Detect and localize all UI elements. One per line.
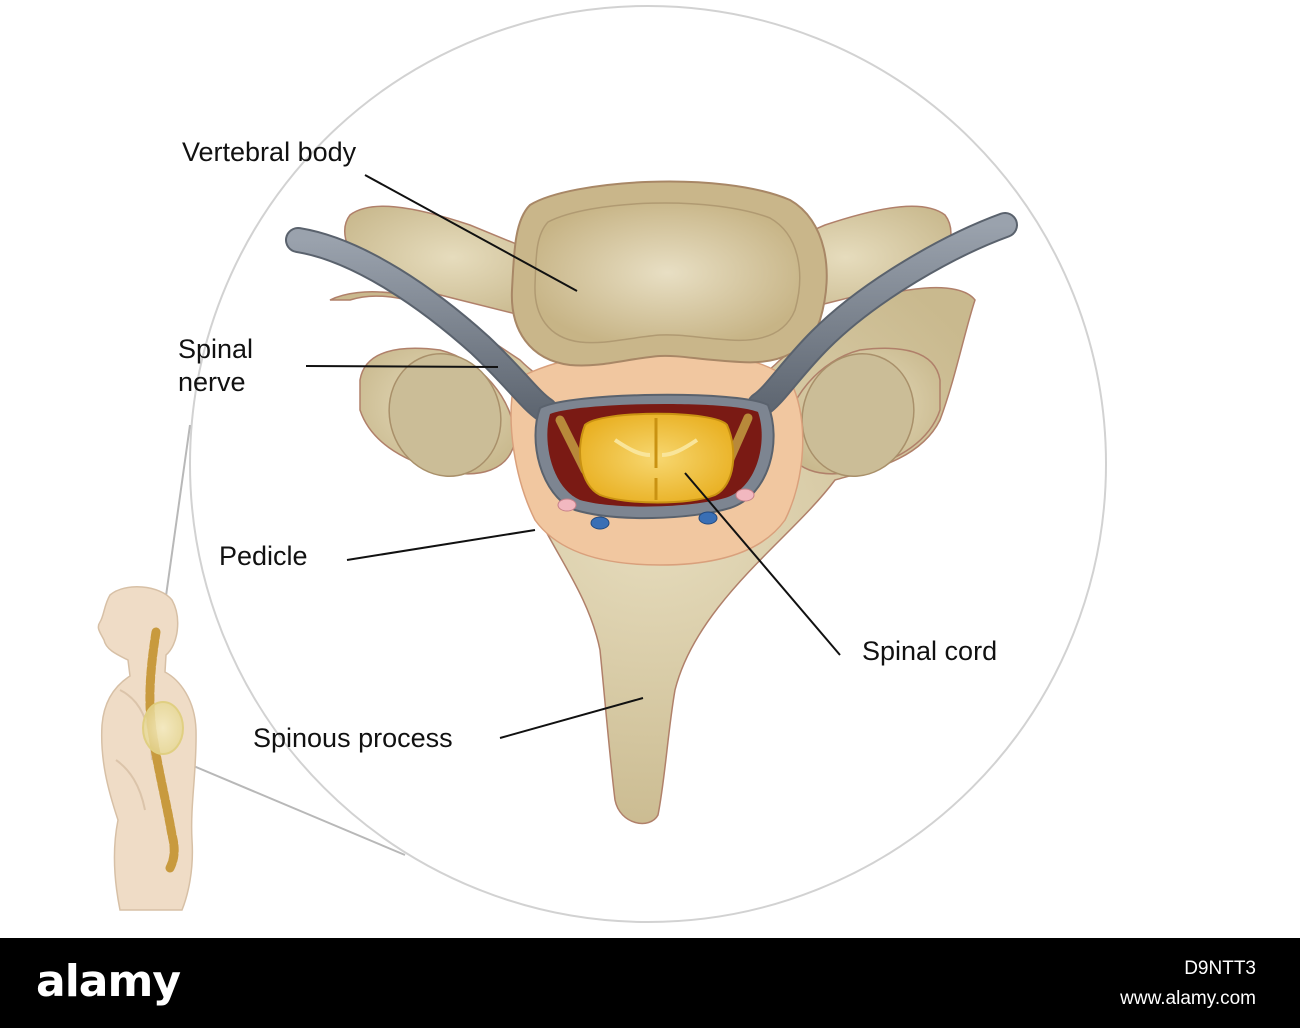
alamy-logo: alamy bbox=[36, 956, 181, 1007]
right-facet bbox=[801, 353, 915, 477]
spinal-cord bbox=[579, 412, 735, 504]
label-spinal-cord: Spinal cord bbox=[862, 636, 998, 666]
vessel-left-pink bbox=[557, 498, 577, 512]
site-url: www.alamy.com bbox=[1120, 988, 1256, 1009]
magnification-circle bbox=[189, 5, 1107, 923]
vessel-right-blue bbox=[698, 511, 718, 525]
torso-figure bbox=[97, 586, 197, 911]
vertebra-anatomy-illustration bbox=[97, 5, 1107, 923]
label-vertebral-body: Vertebral body bbox=[182, 137, 357, 167]
vessel-left-blue bbox=[590, 516, 610, 530]
leader-spinal-cord bbox=[684, 472, 841, 656]
label-pedicle: Pedicle bbox=[219, 541, 308, 571]
left-facet bbox=[388, 353, 502, 477]
label-spinous-process: Spinous process bbox=[253, 723, 453, 753]
leader-spinal-nerve bbox=[305, 365, 499, 368]
leader-spinous-process bbox=[499, 697, 644, 739]
torso-spine bbox=[145, 627, 179, 873]
label-spinal-nerve-line2: nerve bbox=[178, 367, 246, 397]
leader-vertebral-body bbox=[364, 174, 578, 292]
torso-zoom-highlight bbox=[142, 701, 184, 755]
watermark-bar: alamy D9NTT3 www.alamy.com bbox=[0, 938, 1300, 1028]
vertebral-body bbox=[510, 180, 828, 367]
zoom-connector-lower bbox=[183, 761, 406, 856]
label-spinal-nerve-line1: Spinal bbox=[178, 334, 254, 364]
leader-pedicle bbox=[346, 529, 536, 561]
image-id: D9NTT3 bbox=[1184, 958, 1256, 979]
vessel-right-pink bbox=[735, 488, 755, 502]
